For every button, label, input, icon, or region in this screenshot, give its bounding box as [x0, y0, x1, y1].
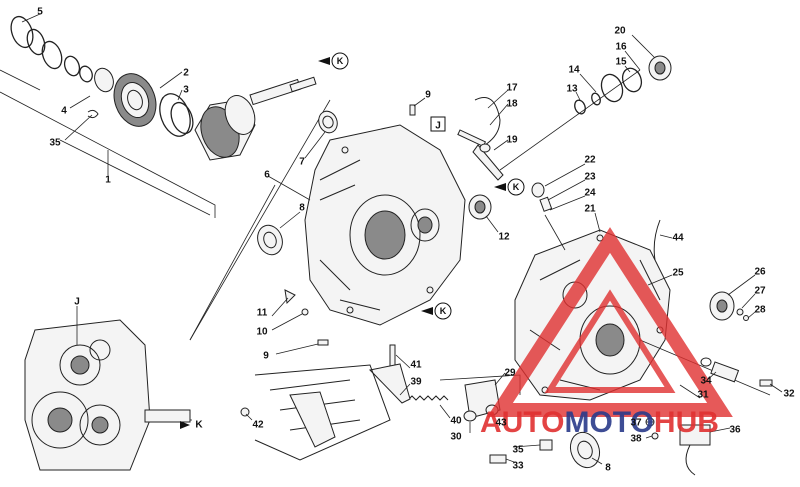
callout-p39: 39: [410, 377, 422, 388]
bearing-12: [468, 194, 499, 233]
callout-p17: 17: [506, 83, 518, 94]
crankcase-left-frame: [189, 99, 331, 341]
watermark-triangle-logo: [487, 227, 733, 417]
callout-p42: 42: [252, 420, 264, 431]
callout-p7: 7: [299, 157, 305, 168]
callout-p21: 21: [584, 204, 596, 215]
detent-parts-22-24: [531, 163, 586, 251]
inset-assembled-view: [24, 306, 192, 471]
callout-p43: 43: [495, 418, 507, 429]
callout-pJb: J: [74, 297, 80, 308]
callout-p23: 23: [584, 172, 596, 183]
small-clip-35: [64, 109, 99, 141]
j-marker-box: [430, 116, 446, 132]
callout-p19: 19: [506, 135, 518, 146]
k-arrow-markers: [318, 57, 506, 315]
crankcase-half-left: [304, 124, 466, 326]
bevel-gear-shaft: [194, 76, 317, 161]
callout-p14: 14: [568, 65, 580, 76]
sensor-26-28: [709, 274, 756, 321]
sensor-36-38: [645, 417, 731, 476]
watermark-text: AUTOMOTOHUB: [480, 406, 719, 439]
callout-p2: 2: [183, 68, 189, 79]
callout-p34: 34: [700, 376, 712, 387]
inset-k-arrow: [180, 421, 190, 429]
k-marker-layer: K K K: [331, 52, 525, 320]
breather-hose-44: [653, 219, 673, 261]
assembly-1-bracket: [0, 69, 216, 218]
seal-8-right: [569, 431, 603, 469]
svg-text:K: K: [337, 56, 344, 66]
shift-parts-17-18-19: [457, 89, 509, 181]
callout-p37: 37: [630, 418, 642, 429]
callout-p38: 38: [630, 434, 642, 445]
callout-p8a: 8: [299, 203, 305, 214]
callout-p33: 33: [512, 461, 524, 472]
callout-p26: 26: [754, 267, 766, 278]
callout-p16: 16: [615, 42, 627, 53]
seal-7: [304, 110, 338, 159]
spring-39-lever-41: [369, 344, 451, 419]
callout-p3: 3: [183, 85, 189, 96]
callout-p31: 31: [697, 390, 709, 401]
callout-p15: 15: [615, 57, 627, 68]
seal-8-left: [257, 211, 301, 256]
callout-p9a: 9: [425, 90, 431, 101]
callout-p12: 12: [498, 232, 510, 243]
callout-layer: 1234567889910111213141516171819202122232…: [37, 7, 795, 474]
seal-ring-2-3: [159, 93, 194, 137]
callout-pJa: J: [435, 121, 441, 132]
callout-p10: 10: [256, 327, 268, 338]
callout-p18: 18: [506, 99, 518, 110]
bearing-housing-4: [113, 73, 157, 127]
callout-p29: 29: [504, 368, 516, 379]
callout-p27: 27: [754, 286, 766, 297]
k-marker-k3: K: [434, 302, 452, 320]
retaining-ring-5-group: [10, 15, 114, 93]
callout-p20: 20: [614, 26, 626, 37]
callout-p22: 22: [584, 155, 596, 166]
left-leaders: [21, 13, 183, 109]
callout-p32: 32: [783, 389, 795, 400]
callout-p35a: 35: [49, 138, 61, 149]
watermark-part-1: AUTO: [480, 406, 564, 439]
watermark-part-3: HUB: [654, 406, 719, 439]
callout-p44: 44: [672, 233, 684, 244]
callout-p25: 25: [672, 268, 684, 279]
k-marker-k2: K: [507, 178, 525, 196]
pins-9-10-11: [271, 97, 426, 355]
watermark-part-2: MOTO: [564, 406, 653, 439]
callout-p8b: 8: [605, 463, 611, 474]
callout-p30: 30: [450, 432, 462, 443]
callout-p24: 24: [584, 188, 596, 199]
callout-p6: 6: [264, 170, 270, 181]
callout-p36: 36: [729, 425, 741, 436]
callout-p1: 1: [105, 175, 111, 186]
callout-p4: 4: [61, 106, 67, 117]
svg-text:K: K: [440, 306, 447, 316]
callout-p11: 11: [257, 308, 268, 319]
frame-section: [240, 364, 391, 461]
callout-p40: 40: [450, 416, 462, 427]
callout-p41: 41: [410, 360, 422, 371]
callout-pKb: K: [195, 420, 203, 431]
callout-p28: 28: [754, 305, 766, 316]
shift-shaft-31-34: [639, 339, 783, 399]
callout-p35b: 35: [512, 445, 524, 456]
callout-p13: 13: [566, 84, 578, 95]
right-shaft-parts: [499, 34, 672, 171]
callout-p5: 5: [37, 7, 43, 18]
k-marker-k1: K: [331, 52, 349, 70]
bolt-33-35: [489, 439, 553, 464]
callout-p9b: 9: [263, 351, 269, 362]
svg-text:K: K: [513, 182, 520, 192]
